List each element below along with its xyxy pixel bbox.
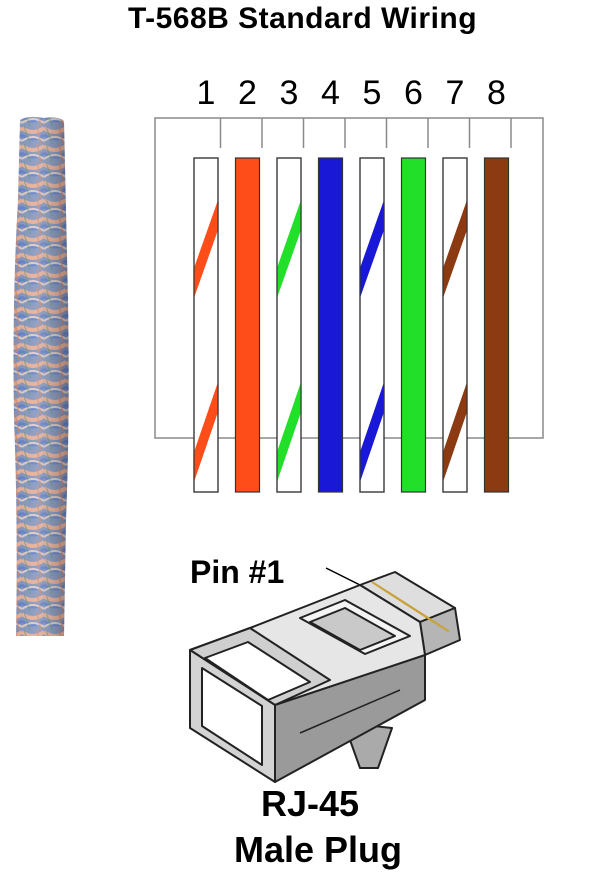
plug-name-line-2: Male Plug bbox=[234, 829, 402, 870]
pin-number-3: 3 bbox=[280, 74, 299, 112]
wire-set bbox=[193, 157, 510, 493]
wire-4-solid bbox=[317, 157, 344, 493]
twisted-cable-image bbox=[13, 116, 69, 636]
wire-8-solid bbox=[483, 157, 510, 493]
pin-number-1: 1 bbox=[197, 74, 216, 112]
pin-number-2: 2 bbox=[238, 74, 257, 112]
pin-number-5: 5 bbox=[363, 74, 382, 112]
wire-3-striped bbox=[276, 157, 302, 493]
wire-2-solid bbox=[234, 157, 261, 493]
wire-1-striped bbox=[193, 157, 219, 493]
plug-name-line-1: RJ-45 bbox=[261, 783, 359, 824]
rj45-plug-illustration bbox=[189, 571, 461, 783]
pin-1-label: Pin #1 bbox=[190, 554, 284, 590]
pin-number-7: 7 bbox=[446, 74, 465, 112]
connector-body bbox=[154, 117, 544, 439]
plug-contacts bbox=[371, 581, 450, 633]
diagram-title: T-568B Standard Wiring bbox=[127, 2, 478, 35]
pin-number-6: 6 bbox=[404, 74, 423, 112]
pin-number-4: 4 bbox=[321, 74, 340, 112]
plug-contact bbox=[420, 612, 450, 633]
pin-number-8: 8 bbox=[487, 74, 506, 112]
wire-6-solid bbox=[400, 157, 427, 493]
wire-7-striped bbox=[442, 157, 468, 493]
wire-5-striped bbox=[359, 157, 385, 493]
